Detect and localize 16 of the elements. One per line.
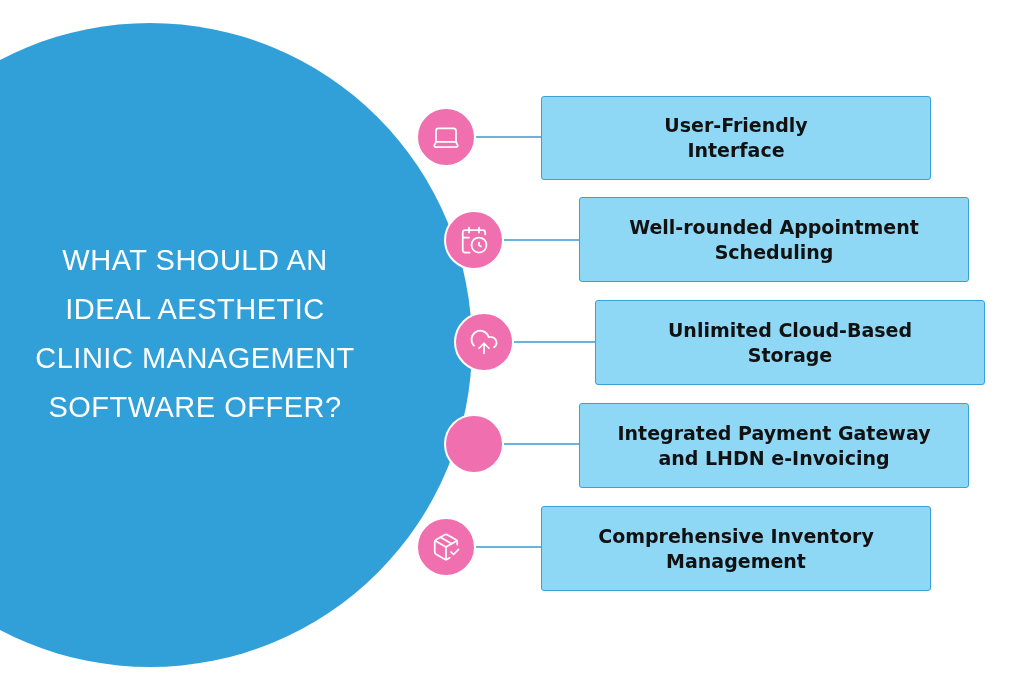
- feature-text: Integrated Payment Gateway and LHDN e-Invoicing: [616, 420, 932, 471]
- title-text: WHAT SHOULD AN IDEAL AESTHETIC CLINIC MANAGEMENT SOFTWARE OFFER?: [34, 243, 356, 425]
- feature-text: Comprehensive Inventory Management: [597, 523, 875, 574]
- feature-text: Well-rounded Appointment Scheduling: [629, 214, 919, 265]
- connector-line: [513, 341, 596, 343]
- feature-box: [595, 300, 985, 385]
- connector-line: [475, 546, 542, 548]
- connector-line: [503, 239, 580, 241]
- feature-box: [541, 96, 931, 180]
- feature-text: Unlimited Cloud-Based Storage: [666, 317, 914, 368]
- feature-text: User-Friendly Interface: [663, 113, 809, 163]
- connector-line: [475, 136, 542, 138]
- feature-box: [541, 506, 931, 591]
- feature-box: [579, 403, 969, 488]
- feature-box: [579, 197, 969, 282]
- connector-line: [503, 443, 580, 445]
